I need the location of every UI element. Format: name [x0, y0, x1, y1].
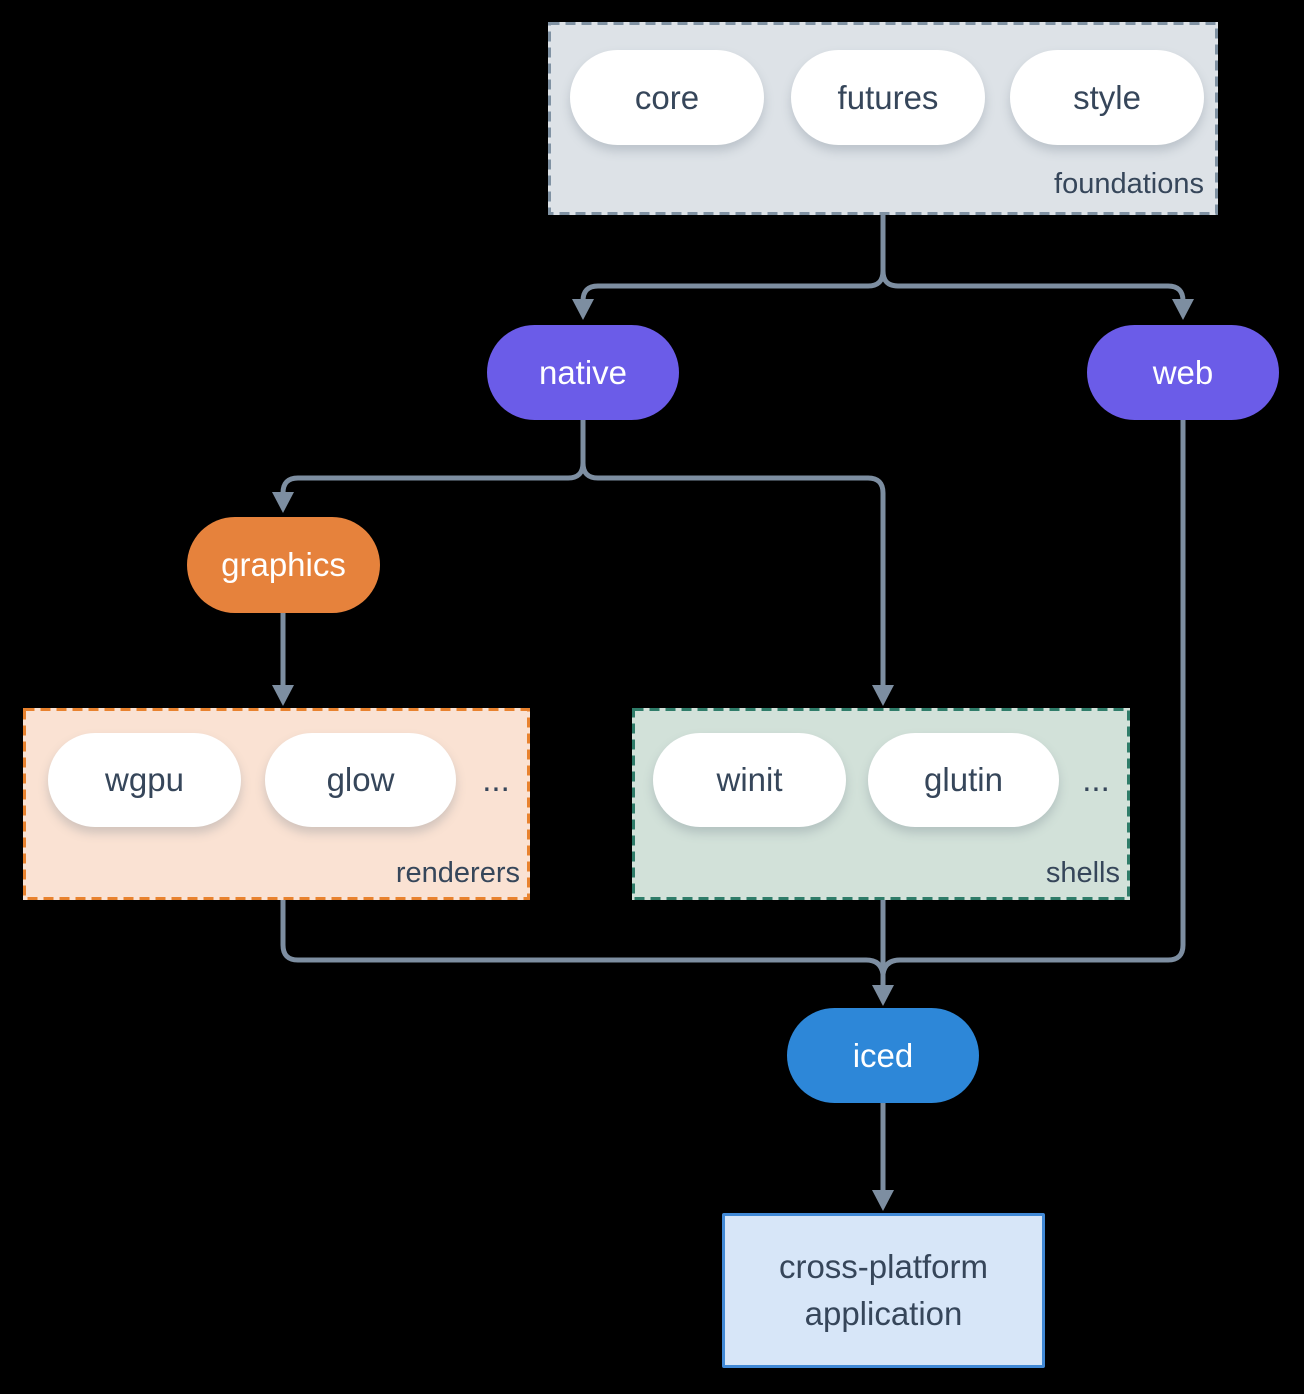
node-web-label: web — [1152, 353, 1214, 391]
renderers-ellipsis: ... — [482, 761, 510, 798]
node-winit-label: winit — [716, 761, 783, 798]
node-native-label: native — [538, 353, 628, 391]
shells-dashed-border — [632, 708, 1130, 900]
arrowhead-web — [1172, 299, 1194, 320]
node-glow: glow — [265, 733, 456, 827]
arrowhead-native — [572, 299, 594, 320]
renderers-group-label: renderers — [395, 857, 520, 889]
node-style-label: style — [1073, 78, 1141, 116]
arrowhead-renderers — [272, 685, 294, 706]
foundations-group-label: foundations — [1054, 168, 1204, 200]
shells-ellipsis: ... — [1082, 761, 1110, 798]
node-iced-label: iced — [852, 1036, 914, 1074]
application-label-line2: application — [804, 1294, 963, 1332]
node-futures-label: futures — [837, 78, 939, 116]
node-wgpu-label: wgpu — [105, 761, 184, 798]
edge-foundations-native — [580, 215, 886, 302]
node-winit: winit — [653, 733, 846, 827]
foundations-dashed-border — [548, 22, 1218, 215]
edge-native-shells — [580, 420, 886, 685]
node-glutin: glutin — [868, 733, 1059, 827]
node-glutin-label: glutin — [924, 761, 1003, 798]
arrowhead-graphics — [272, 492, 294, 513]
renderers-dashed-border — [23, 708, 530, 900]
node-web: web — [1087, 325, 1279, 420]
edge-foundations-web — [880, 215, 1186, 302]
arrowhead-shells — [872, 685, 894, 706]
node-core-label: core — [634, 78, 700, 116]
edge-native-graphics — [280, 420, 586, 494]
node-cross-platform-application: cross-platform application — [722, 1213, 1045, 1368]
node-core: core — [570, 50, 764, 145]
node-native: native — [487, 325, 679, 420]
group-shells: winit glutin ... shells — [632, 708, 1130, 900]
arrowhead-iced — [872, 985, 894, 1006]
application-label-line1: cross-platform — [778, 1247, 989, 1285]
edge-web-iced — [880, 420, 1186, 975]
node-wgpu: wgpu — [48, 733, 241, 827]
node-graphics-label: graphics — [221, 546, 346, 583]
node-graphics: graphics — [187, 517, 380, 613]
node-futures: futures — [791, 50, 985, 145]
arrowhead-application — [872, 1190, 894, 1211]
node-style: style — [1010, 50, 1204, 145]
shells-group-label: shells — [1045, 857, 1120, 889]
node-glow-label: glow — [326, 761, 395, 798]
group-foundations: core futures style foundations — [548, 22, 1218, 215]
group-renderers: wgpu glow ... renderers — [23, 708, 530, 900]
node-iced: iced — [787, 1008, 979, 1103]
edge-renderers-iced — [280, 900, 886, 975]
